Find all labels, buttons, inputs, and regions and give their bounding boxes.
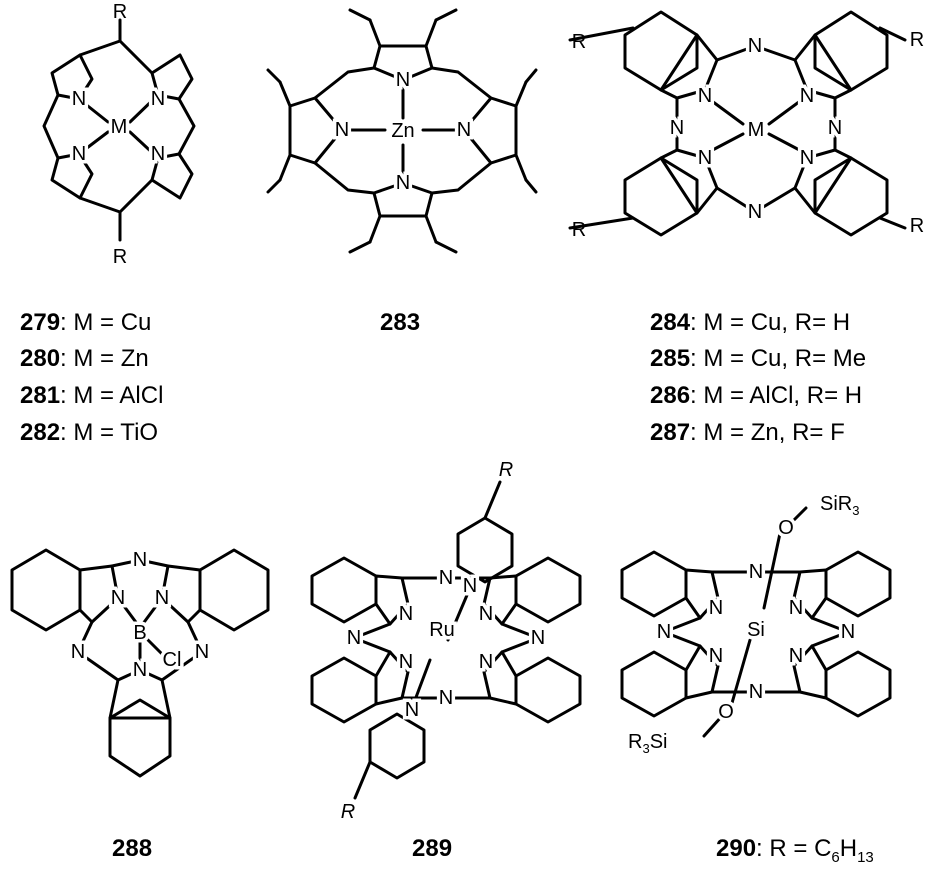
atom-N: N: [347, 627, 361, 649]
caption-290: 290: R = C6H13: [716, 835, 874, 866]
ruthenium-phthalocyanine-structure-289: R R N N N N N N N N N N Ru: [310, 459, 582, 823]
atom-N: N: [72, 88, 86, 110]
caption-279: 279: M = Cu: [20, 309, 152, 336]
atom-N: N: [828, 117, 842, 139]
atom-N: N: [800, 85, 814, 107]
atom-R: R: [341, 801, 355, 823]
atom-Cl: Cl: [163, 649, 182, 671]
atom-R: R: [499, 459, 513, 481]
atom-N: N: [709, 597, 723, 619]
subphthalocyanine-structure-288: N N N N N N B Cl: [10, 546, 270, 778]
atom-B: B: [133, 622, 146, 644]
atom-N: N: [399, 651, 413, 673]
atom-N: N: [670, 117, 684, 139]
atom-N: N: [749, 561, 763, 583]
caption-280: 280: M = Zn: [20, 345, 149, 372]
atom-N: N: [463, 575, 477, 597]
atom-N: N: [709, 645, 723, 667]
atom-N: N: [71, 641, 85, 663]
caption-285: 285: M = Cu, R= Me: [650, 345, 867, 372]
atom-N: N: [72, 143, 86, 165]
silyl-group-top: SiR3: [820, 493, 859, 518]
atom-N: N: [800, 147, 814, 169]
atom-N: N: [789, 597, 803, 619]
atom-N: N: [151, 143, 165, 165]
atom-N: N: [396, 172, 410, 194]
atom-O: O: [778, 517, 794, 539]
atom-N: N: [151, 88, 165, 110]
atom-M: M: [111, 116, 128, 138]
atom-N: N: [396, 69, 410, 91]
atom-N: N: [479, 651, 493, 673]
atom-N: N: [335, 119, 349, 141]
silyl-group-bottom: R3Si: [628, 731, 667, 756]
atom-Ru: Ru: [429, 619, 455, 641]
atom-Zn: Zn: [391, 120, 414, 142]
atom-N: N: [479, 603, 493, 625]
atom-N: N: [133, 659, 147, 681]
atom-N: N: [749, 681, 763, 703]
porphyrin-structure-279: R R N N N N M: [42, 1, 196, 268]
atom-R: R: [113, 246, 127, 268]
caption-282: 282: M = TiO: [20, 419, 159, 446]
atom-N: N: [399, 603, 413, 625]
caption-289: 289: [412, 835, 453, 862]
atom-N: N: [841, 621, 855, 643]
atom-Si: Si: [747, 619, 765, 641]
atom-N: N: [457, 119, 471, 141]
atom-N: N: [439, 567, 453, 589]
atom-R: R: [572, 31, 586, 53]
atom-N: N: [698, 147, 712, 169]
caption-281: 281: M = AlCl: [20, 382, 164, 409]
atom-R: R: [113, 1, 127, 23]
atom-N: N: [748, 35, 762, 57]
atom-N: N: [195, 641, 209, 663]
caption-283: 283: [380, 309, 421, 336]
atom-N: N: [111, 587, 125, 609]
atom-N: N: [789, 645, 803, 667]
atom-N: N: [439, 687, 453, 709]
caption-286: 286: M = AlCl, R= H: [650, 382, 863, 409]
atom-N: N: [657, 621, 671, 643]
caption-287: 287: M = Zn, R= F: [650, 419, 845, 446]
atom-N: N: [698, 85, 712, 107]
atom-N: N: [531, 627, 545, 649]
caption-288: 288: [112, 835, 153, 862]
atom-O: O: [718, 701, 734, 723]
atom-N: N: [405, 699, 419, 721]
zinc-porphyrin-structure-283: N N N N Zn: [266, 8, 538, 254]
silicon-phthalocyanine-structure-290: O O SiR3 R3Si N N N N N N N N Si: [620, 493, 892, 756]
phthalocyanine-structure-284: R R R R N N N N N N N N M: [568, 10, 924, 241]
atom-N: N: [748, 201, 762, 223]
atom-N: N: [133, 549, 147, 571]
atom-N: N: [155, 587, 169, 609]
atom-R: R: [910, 29, 924, 51]
atom-R: R: [910, 215, 924, 237]
atom-R: R: [572, 219, 586, 241]
caption-284: 284: M = Cu, R= H: [650, 309, 851, 336]
atom-M: M: [748, 119, 765, 141]
